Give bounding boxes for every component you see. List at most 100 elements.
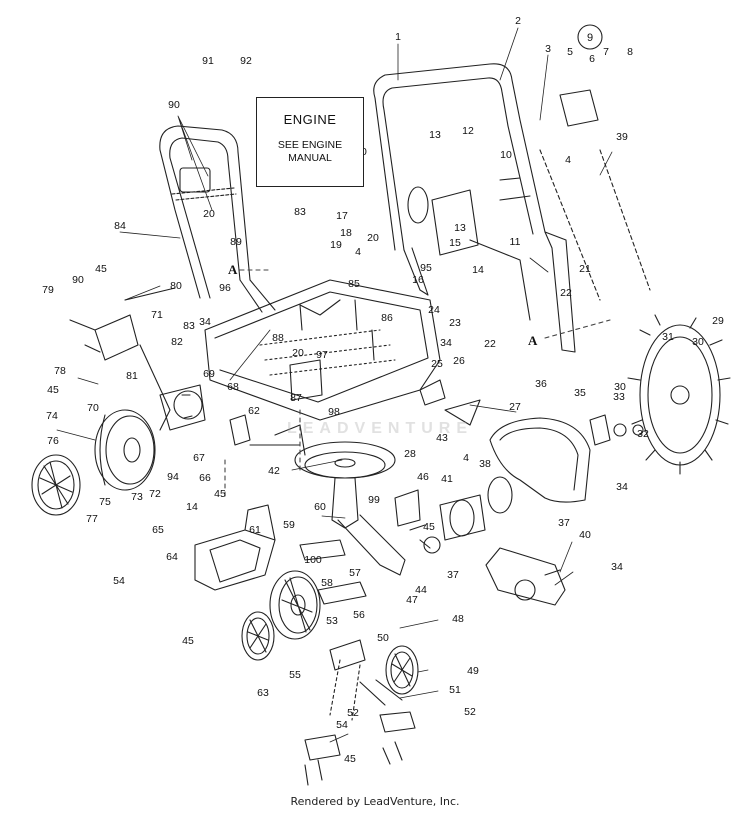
callout-13-2: 13: [454, 222, 466, 234]
callout-56: 56: [353, 609, 365, 621]
callout-75: 75: [99, 496, 111, 508]
callout-14: 14: [186, 501, 198, 513]
callout-79: 79: [42, 284, 54, 296]
callout-19: 19: [330, 239, 342, 251]
callout-38: 38: [479, 458, 491, 470]
callout-45-2: 45: [47, 384, 59, 396]
callout-83: 83: [294, 206, 306, 218]
callout-4-3: 4: [565, 154, 571, 166]
callout-18: 18: [340, 227, 352, 239]
callout-28: 28: [404, 448, 416, 460]
callout-34-2: 34: [440, 337, 452, 349]
callout-33: 33: [613, 391, 625, 403]
callout-92: 92: [240, 55, 252, 67]
lower-handle: [159, 125, 276, 313]
callout-99: 99: [368, 494, 380, 506]
callout-20-4: 20: [292, 347, 304, 359]
callout-71: 71: [151, 309, 163, 321]
callout-90: 90: [168, 99, 180, 111]
callout-34-4: 34: [611, 561, 623, 573]
callout-29: 29: [712, 315, 724, 327]
callout-4-2: 4: [355, 246, 361, 258]
callout-21: 21: [579, 263, 591, 275]
callout-11: 11: [510, 236, 521, 248]
callout-1: 1: [395, 31, 401, 43]
callout-90-2: 90: [72, 274, 84, 286]
callout-45-3: 45: [214, 488, 226, 500]
callout-73: 73: [131, 491, 143, 503]
callout-89: 89: [230, 236, 242, 248]
callout-55: 55: [289, 669, 301, 681]
callout-95: 95: [420, 262, 432, 274]
callout-37: 37: [558, 517, 570, 529]
callout-84: 84: [114, 220, 126, 232]
callout-82: 82: [171, 336, 183, 348]
callout-31: 31: [662, 331, 674, 343]
callout-6: 6: [589, 53, 595, 65]
callout-22: 22: [560, 287, 572, 299]
callout-96: 96: [219, 282, 231, 294]
height-bracket: [194, 504, 276, 591]
blade-disc: [627, 314, 731, 475]
callout-86: 86: [381, 312, 393, 324]
callout-100: 100: [304, 554, 322, 566]
engine-note-subtitle: SEE ENGINE MANUAL: [277, 139, 343, 164]
callout-45-4: 45: [423, 521, 435, 533]
callout-45: 45: [95, 263, 107, 275]
callout-42: 42: [268, 465, 280, 477]
callout-30: 30: [692, 336, 704, 348]
bearing-housing: [409, 476, 513, 554]
callout-69: 69: [203, 368, 215, 380]
depth-wheel: [385, 645, 419, 695]
callout-43: 43: [436, 432, 448, 444]
callout-50: 50: [377, 632, 389, 644]
callout-60: 60: [314, 501, 326, 513]
callout-34: 34: [199, 316, 211, 328]
callout-52-2: 52: [464, 706, 476, 718]
callout-14-2: 14: [472, 264, 484, 276]
callout-83-2: 83: [183, 320, 195, 332]
callout-48: 48: [452, 613, 464, 625]
engine-note-box: ENGINE SEE ENGINE MANUAL: [256, 97, 364, 187]
callout-87: 87: [290, 392, 302, 404]
callout-53: 53: [326, 615, 338, 627]
callout-62: 62: [248, 405, 260, 417]
callout-27: 27: [509, 401, 521, 413]
callout-81: 81: [126, 370, 138, 382]
callout-22-2: 22: [484, 338, 496, 350]
callout-34-3: 34: [616, 481, 628, 493]
circled-part-number: 9: [587, 32, 593, 44]
pulley-dish: [294, 441, 406, 576]
callout-4-4: 4: [463, 452, 469, 464]
callout-12: 12: [462, 125, 474, 137]
callout-40: 40: [579, 529, 591, 541]
callout-5: 5: [567, 46, 573, 58]
callout-30-2: 30: [614, 381, 626, 393]
callout-54-2: 54: [336, 719, 348, 731]
callout-45-6: 45: [344, 753, 356, 765]
callout-37-2: 37: [447, 569, 459, 581]
callout-layer: 1234444567810111213131414151617181920202…: [42, 15, 724, 765]
callout-61: 61: [249, 524, 261, 536]
blade-guard: [489, 417, 591, 503]
callout-36: 36: [535, 378, 547, 390]
hub-cap-left: [31, 454, 81, 516]
callout-91: 91: [202, 55, 214, 67]
callout-94: 94: [167, 471, 179, 483]
callout-51: 51: [449, 684, 461, 696]
callout-88: 88: [272, 332, 284, 344]
callout-80: 80: [170, 280, 182, 292]
callout-58: 58: [321, 577, 333, 589]
callout-78: 78: [54, 365, 66, 377]
callout-74: 74: [46, 410, 58, 422]
small-hardware: [69, 89, 651, 786]
callout-98: 98: [328, 406, 340, 418]
ref-marker-a-left: A: [228, 262, 238, 277]
rear-wheel-left: [94, 409, 156, 491]
callout-46: 46: [417, 471, 429, 483]
callout-97: 97: [316, 349, 328, 361]
hub-cap-front: [241, 611, 275, 661]
upper-handle: [373, 63, 576, 353]
callout-35: 35: [574, 387, 586, 399]
